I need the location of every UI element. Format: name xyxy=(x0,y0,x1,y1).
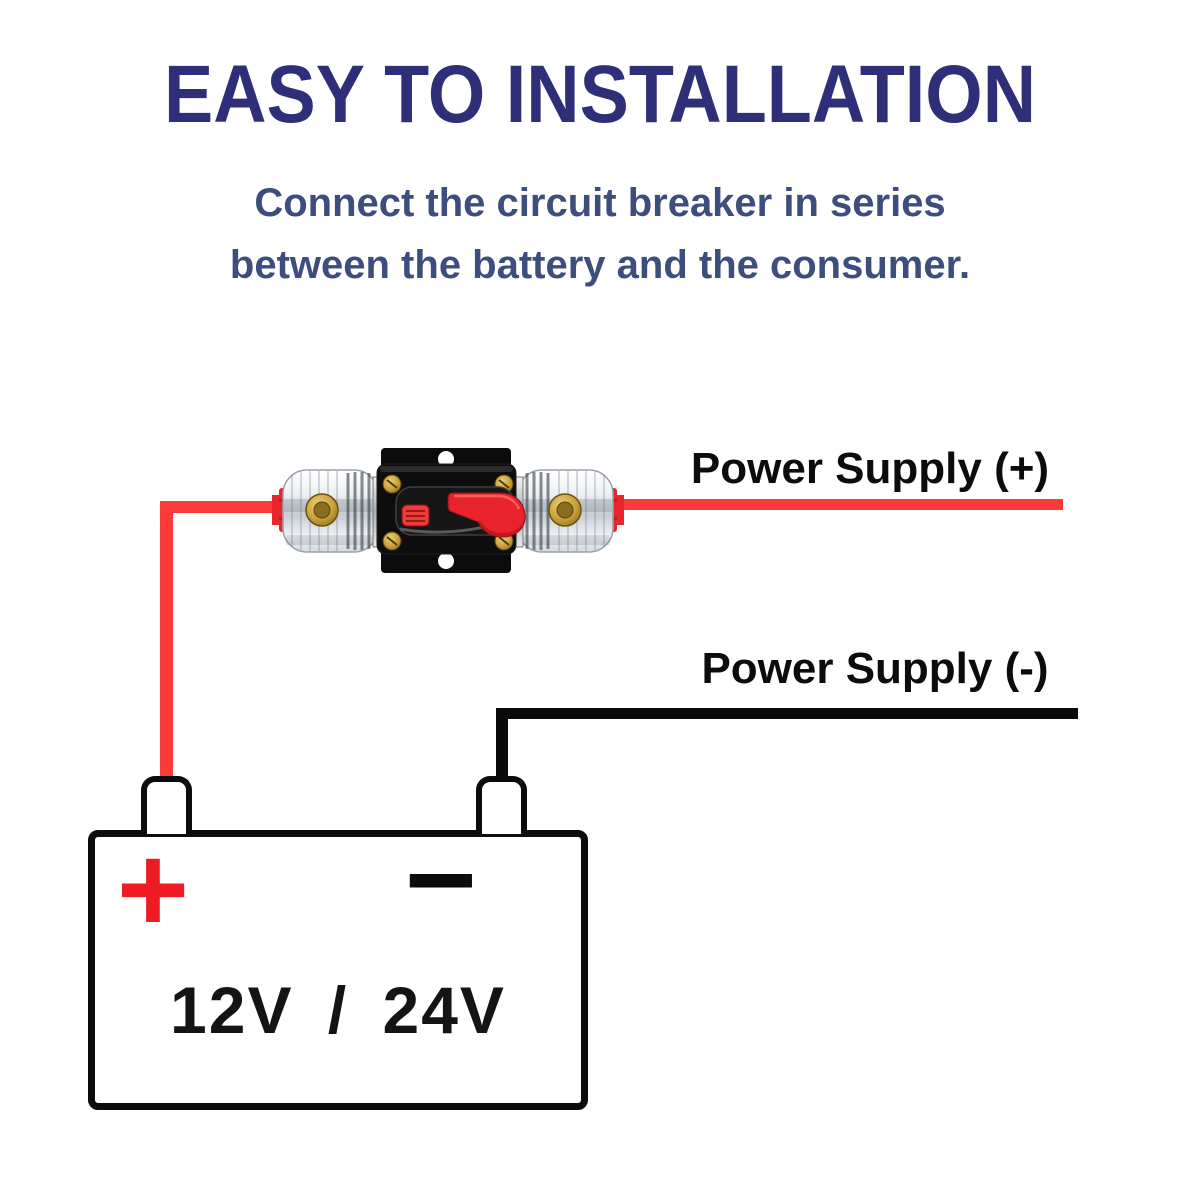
positive-wire-vertical-left xyxy=(160,501,173,777)
right-fuse-barrel xyxy=(517,469,614,553)
trip-lever-icon xyxy=(447,492,526,538)
negative-wire-horizontal xyxy=(496,708,1078,719)
left-fuse-barrel xyxy=(282,469,379,553)
label-power-supply-positive: Power Supply (+) xyxy=(690,444,1050,493)
reset-button-icon xyxy=(401,504,430,527)
top-mounting-hole xyxy=(438,451,454,467)
page-subtitle: Connect the circuit breaker in series be… xyxy=(0,172,1200,296)
bottom-mounting-hole xyxy=(438,553,454,569)
label-power-supply-negative: Power Supply (-) xyxy=(701,644,1049,693)
battery-plus-symbol: + xyxy=(116,821,190,959)
battery-minus-symbol: − xyxy=(404,811,478,949)
body-screws xyxy=(382,474,514,551)
positive-wire-right xyxy=(600,499,1063,510)
page-title: EASY TO INSTALLATION xyxy=(164,49,1036,140)
battery-box xyxy=(88,830,588,1110)
negative-wire-vertical xyxy=(496,708,508,777)
subtitle-line-2: between the battery and the consumer. xyxy=(229,243,971,287)
positive-wire-horizontal-left xyxy=(160,501,292,513)
breaker-body xyxy=(376,463,526,555)
battery-terminal-positive xyxy=(141,776,192,834)
battery-terminal-negative xyxy=(476,776,527,834)
circuit-breaker-graphic xyxy=(272,448,624,573)
subtitle-line-1: Connect the circuit breaker in series xyxy=(254,181,946,225)
battery-voltage-label: 12V / 24V xyxy=(170,973,506,1047)
